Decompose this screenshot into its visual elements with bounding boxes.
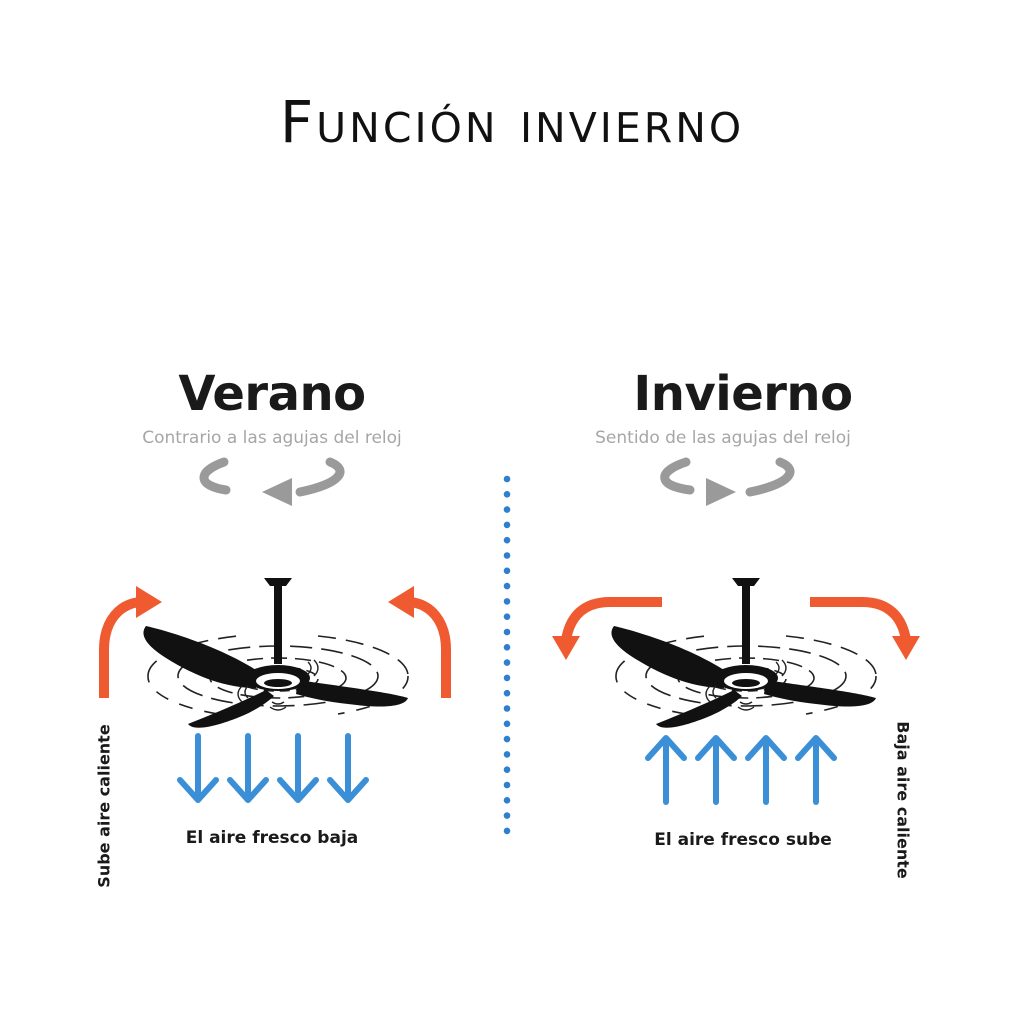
divider-dot xyxy=(503,674,511,682)
summer-title: Verano xyxy=(178,366,366,422)
winter-caption: El aire fresco sube xyxy=(654,830,832,850)
warm-air-right-down-arrow-icon xyxy=(810,597,920,660)
divider-dot xyxy=(503,735,511,743)
divider-dot xyxy=(503,628,511,636)
page-title: Función invierno xyxy=(279,88,745,156)
divider-dot xyxy=(503,705,511,712)
summer-direction-text: Contrario a las agujas del reloj xyxy=(142,428,402,448)
warm-air-left-arrow-icon xyxy=(99,586,162,698)
divider-dot xyxy=(503,567,511,575)
divider-dot xyxy=(503,720,511,728)
counterclockwise-arrow-icon xyxy=(199,457,345,497)
warm-air-right-arrow-icon xyxy=(388,586,451,698)
winter-direction-text: Sentido de las agujas del reloj xyxy=(595,428,851,448)
divider-dot xyxy=(503,613,511,620)
divider-dot xyxy=(503,475,511,483)
summer-caption: El aire fresco baja xyxy=(185,828,359,848)
divider-dot xyxy=(503,689,511,697)
divider-dot xyxy=(503,506,511,513)
divider-dot xyxy=(503,751,511,758)
divider-dot xyxy=(503,797,511,804)
divider-dot xyxy=(503,659,511,666)
divider-dot xyxy=(503,491,511,498)
section-divider xyxy=(503,475,511,835)
divider-dot xyxy=(503,766,511,773)
divider-dot xyxy=(503,521,511,529)
divider-dot xyxy=(503,827,511,835)
divider-dot xyxy=(503,812,511,819)
divider-dot xyxy=(503,536,511,544)
ceiling-fan-summer-icon xyxy=(142,577,409,729)
arrow-down-icon xyxy=(177,733,369,803)
arrow-up-icon xyxy=(645,735,837,805)
divider-dot xyxy=(503,552,511,559)
divider-dot xyxy=(503,598,511,605)
clockwise-arrow-icon xyxy=(660,457,795,497)
warm-air-left-down-arrow-icon xyxy=(552,597,662,660)
winter-title: Invierno xyxy=(633,366,853,422)
divider-dot xyxy=(503,644,511,651)
divider-dot xyxy=(503,781,511,789)
divider-dot xyxy=(503,582,511,590)
